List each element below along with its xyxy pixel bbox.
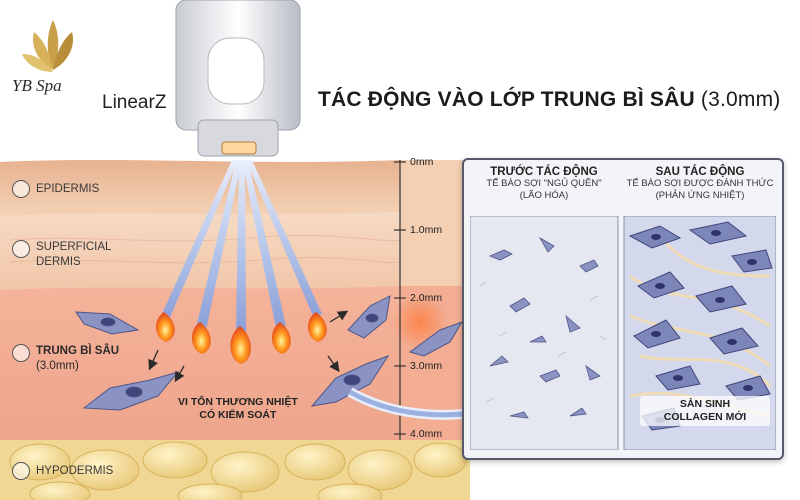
layer-icon — [12, 180, 30, 198]
epidermis-layer — [0, 160, 400, 218]
fibroblast-cells — [75, 295, 464, 411]
flame-4 — [271, 322, 291, 354]
cell-nuclei — [651, 230, 757, 423]
direction-arrows — [148, 310, 349, 383]
flame-1 — [155, 312, 175, 342]
energy-beams — [160, 160, 322, 332]
dormant-fibroblasts — [488, 236, 601, 419]
ruler-label: 2.0mm — [410, 292, 443, 304]
label-hypodermis: HYPODERMIS — [12, 462, 113, 480]
comparison-panel: TRƯỚC TÁC ĐỘNG TẾ BÀO SỢI "NGỦ QUÊN" (LÃ… — [462, 158, 784, 460]
before-heading: TRƯỚC TÁC ĐỘNG TẾ BÀO SỢI "NGỦ QUÊN" (LÃ… — [486, 166, 602, 201]
handpiece-device — [175, 0, 301, 157]
ruler-label: 4.0mm — [410, 428, 443, 440]
ruler-label: 1.0mm — [410, 224, 443, 236]
ruler-label: 0mm — [410, 156, 434, 168]
headline-depth: (3.0mm) — [700, 88, 781, 111]
after-heading: SAU TÁC ĐỘNG TẾ BÀO SỢI ĐƯỢC ĐÁNH THỨC (… — [626, 166, 774, 201]
before-view — [470, 216, 619, 450]
lotus-logo-icon — [22, 20, 74, 72]
flame-3 — [230, 326, 251, 364]
layer-icon — [12, 240, 30, 258]
product-name: LinearZ — [102, 92, 167, 113]
brand-name: YB Spa — [12, 76, 62, 95]
depth-ruler — [394, 160, 406, 440]
ruler-label: 3.0mm — [410, 360, 443, 372]
label-epidermis: EPIDERMIS — [12, 180, 99, 198]
headline-main: TÁC ĐỘNG VÀO LỚP TRUNG BÌ SÂU — [318, 88, 695, 111]
layer-icon — [12, 344, 30, 362]
page-headline: TÁC ĐỘNG VÀO LỚP TRUNG BÌ SÂU (3.0mm) — [318, 88, 780, 112]
flame-5 — [307, 312, 327, 342]
comparison-illustration — [470, 216, 776, 450]
layer-icon — [12, 462, 30, 480]
label-deep-dermis: TRUNG BÌ SÂU(3.0mm) — [12, 344, 119, 374]
flame-2 — [191, 322, 211, 354]
